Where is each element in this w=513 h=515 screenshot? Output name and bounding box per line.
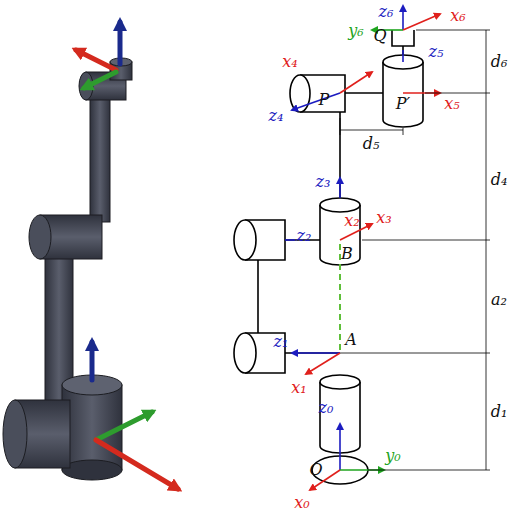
- axis-label: A: [344, 332, 358, 348]
- axis-label: Q: [372, 28, 387, 44]
- dimension-lines: [340, 30, 490, 470]
- axis-label: P′: [395, 96, 411, 112]
- robot-render: [3, 58, 132, 480]
- axis-label: a₂: [490, 292, 508, 308]
- axis-label: z₂: [296, 228, 313, 244]
- frame-axes: [285, 6, 440, 490]
- axis-label: x₆: [449, 8, 466, 24]
- axis-label: z₄: [268, 108, 285, 124]
- axis-label: z₀: [318, 400, 335, 416]
- axis-label: B: [340, 246, 354, 262]
- axis-label: x₄: [281, 54, 298, 70]
- axis-label: O: [308, 462, 323, 478]
- axis-label: z₆: [378, 4, 395, 20]
- dashed-axis: [339, 243, 341, 350]
- axis-label: d₆: [490, 54, 509, 70]
- axis-label: z₃: [315, 174, 332, 190]
- axis-label: d₄: [490, 172, 509, 188]
- axis-label: x₃: [375, 210, 392, 226]
- axis-label: P: [318, 92, 331, 108]
- kinematic-schematic: [234, 30, 423, 484]
- axis-label: y₆: [347, 23, 364, 39]
- axis-label: x₅: [443, 96, 460, 112]
- axis-label: x₂: [343, 213, 360, 229]
- axis-label: z₁: [273, 334, 290, 350]
- axis-label: y₀: [384, 448, 401, 464]
- axis-label: x₁: [290, 380, 307, 396]
- render-axes: [76, 22, 178, 489]
- axis-label: d₁: [490, 404, 509, 420]
- axis-label: x₀: [293, 495, 310, 511]
- axis-label: z₅: [428, 44, 445, 60]
- axis-label: d₅: [362, 136, 381, 152]
